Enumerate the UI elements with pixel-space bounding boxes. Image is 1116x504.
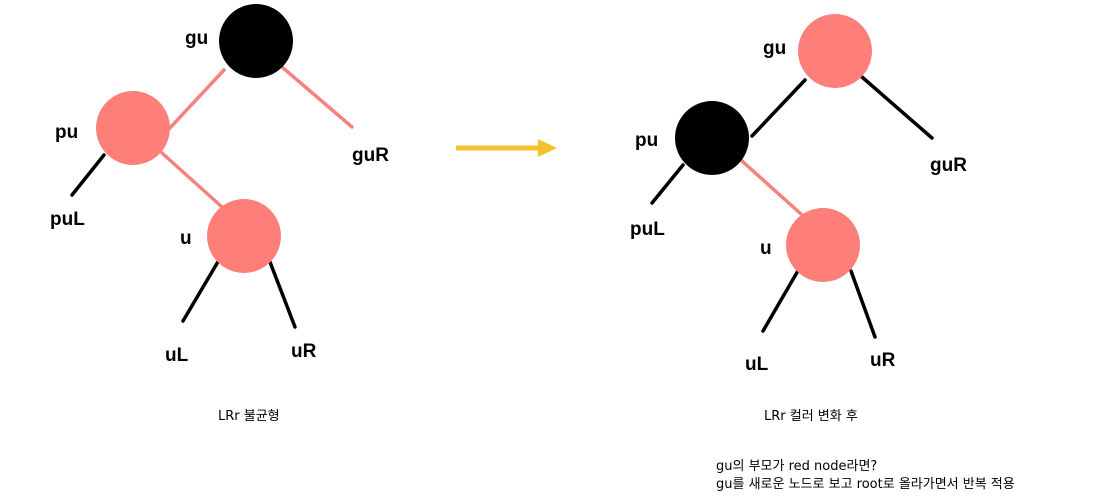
node-pu-red	[96, 91, 170, 165]
edge-pu-u	[160, 151, 224, 209]
edge-pu-u-after	[740, 159, 803, 216]
label-ul-after: uL	[745, 354, 769, 375]
after-tree: gu guR pu puL u uL uR LRr 컬러 변화 후	[630, 14, 967, 424]
node-u-red	[207, 199, 281, 273]
edge-pu-pul	[70, 153, 106, 197]
node-u-red-after	[786, 208, 860, 282]
node-pu-black	[675, 101, 749, 175]
edge-u-ul	[181, 258, 221, 323]
edge-u-ur	[268, 260, 297, 329]
edge-u-ur-after	[849, 269, 877, 339]
edge-gu-gur	[280, 65, 354, 129]
label-pul: puL	[50, 209, 85, 230]
recursion-note: gu의 부모가 red node라면? gu를 새로운 노드로 보고 root로…	[716, 459, 1015, 492]
label-ul: uL	[165, 345, 189, 366]
edge-u-ul-after	[761, 267, 801, 333]
before-tree: gu guR pu puL u uL uR LRr 불균형	[50, 4, 389, 424]
edge-pu-pul-after	[650, 163, 685, 205]
note-line-1: gu의 부모가 red node라면?	[716, 459, 877, 474]
label-gur: guR	[352, 145, 389, 166]
node-gu-black	[219, 4, 293, 78]
arrow-head	[538, 139, 557, 157]
note-line-2: gu를 새로운 노드로 보고 root로 올라가면서 반복 적용	[716, 477, 1015, 492]
label-pul-after: puL	[630, 219, 665, 240]
caption-after: LRr 컬러 변화 후	[764, 409, 858, 424]
label-pu-after: pu	[635, 130, 658, 151]
caption-before: LRr 불균형	[218, 409, 280, 424]
transition-arrow	[456, 139, 557, 157]
edge-gu-gur-after	[860, 75, 934, 140]
label-ur: uR	[291, 341, 317, 362]
label-pu: pu	[55, 122, 78, 143]
label-u: u	[180, 228, 192, 249]
label-u-after: u	[760, 238, 772, 259]
edge-gu-pu	[166, 68, 226, 132]
edge-gu-pu-after	[750, 78, 807, 138]
node-gu-red	[798, 14, 872, 88]
label-ur-after: uR	[870, 350, 896, 371]
label-gu: gu	[185, 28, 208, 49]
label-gu-after: gu	[763, 38, 786, 59]
label-gur-after: guR	[930, 155, 967, 176]
